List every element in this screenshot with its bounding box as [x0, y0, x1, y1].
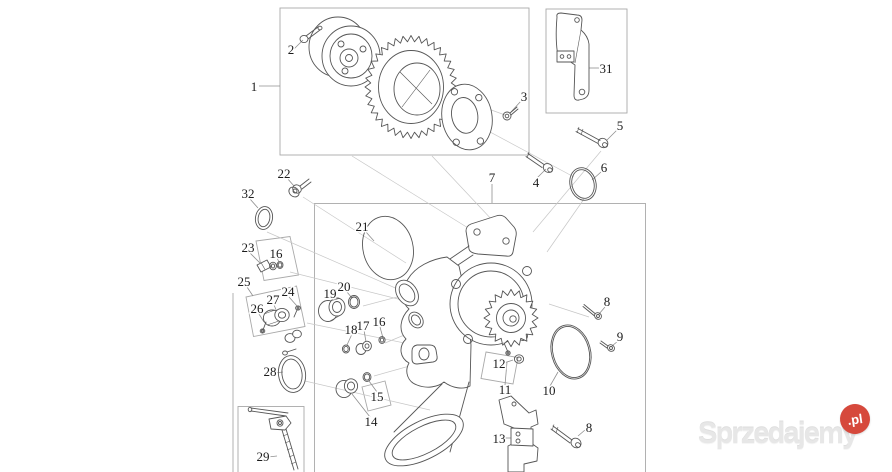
- box-thermostat-25: [245, 285, 306, 338]
- callout-4: 4: [533, 175, 540, 190]
- bracket-31: [555, 12, 590, 101]
- callout-24: 24: [282, 284, 296, 299]
- callout-23: 23: [242, 240, 255, 255]
- stud-11: [503, 342, 511, 356]
- water-pump-body: [362, 214, 539, 467]
- callout-3: 3: [521, 89, 528, 104]
- callout-31: 31: [600, 61, 613, 76]
- o-ring-18: [341, 344, 351, 354]
- assembly-29: [247, 406, 299, 471]
- callout-26: 26: [251, 301, 265, 316]
- callout-25: 25: [238, 274, 251, 289]
- box-part-15: [361, 380, 392, 412]
- plug-12: [513, 354, 525, 364]
- gasket-plate: [441, 83, 493, 151]
- leader-lines: [246, 39, 619, 458]
- callout-12: 12: [493, 356, 506, 371]
- callout-7: 7: [489, 170, 496, 185]
- callout-1: 1: [251, 79, 258, 94]
- cap-14: [335, 378, 359, 399]
- callout-20: 20: [338, 279, 351, 294]
- o-ring-6: [569, 167, 597, 201]
- box-pump-group: [314, 203, 646, 472]
- callout-11: 11: [499, 382, 512, 397]
- thermostat-27: [262, 307, 290, 327]
- o-ring-21: [362, 215, 414, 281]
- pump-gear-teeth: [483, 288, 539, 348]
- screw-24: [293, 305, 301, 318]
- callout-8-lower: 8: [586, 420, 593, 435]
- group-boxes: [232, 7, 646, 472]
- callout-18: 18: [345, 322, 358, 337]
- gasket-10: [550, 324, 592, 380]
- callout-29: 29: [257, 449, 270, 464]
- callout-19: 19: [324, 286, 337, 301]
- o-ring-16-upper: [276, 261, 284, 269]
- bolt-5: [575, 126, 609, 149]
- callout-13: 13: [493, 431, 506, 446]
- pump-top-flange: [465, 214, 517, 257]
- bolt-2: [299, 25, 323, 44]
- callout-labels: 1 2 3 4 5 6 7 8 9 10 11 12 13 14 15 16 1…: [236, 41, 625, 466]
- watermark: Sprzedajemy .pl: [698, 402, 888, 467]
- bolt-8-lower: [550, 424, 582, 449]
- box-part-29: [237, 406, 305, 472]
- box-bracket-31: [545, 8, 628, 114]
- sensor-23: [256, 259, 277, 273]
- callout-16-upper: 16: [270, 246, 284, 261]
- bolt-4: [525, 151, 554, 173]
- port-lower: [408, 311, 424, 329]
- cap-19: [318, 297, 346, 322]
- bolt-8-upper: [582, 304, 602, 320]
- clamp-28: [277, 348, 307, 393]
- callout-16: 16: [373, 314, 387, 329]
- port-upper: [395, 279, 419, 307]
- callout-27: 27: [267, 292, 281, 307]
- callout-21: 21: [356, 219, 369, 234]
- callout-9: 9: [617, 329, 624, 344]
- plug-17: [355, 340, 372, 355]
- pipe-stub: [284, 329, 302, 343]
- box-gear-group: [279, 7, 530, 156]
- washer-16: [378, 336, 386, 344]
- bolt-22: [288, 178, 312, 198]
- callout-32: 32: [242, 186, 255, 201]
- watermark-text: Sprzedajemy: [698, 417, 858, 450]
- bolt-9: [599, 340, 615, 352]
- bolt-3: [502, 106, 519, 121]
- gasket-32: [254, 206, 274, 230]
- o-ring-15: [362, 372, 372, 382]
- box-part-12: [480, 351, 519, 385]
- callout-8-upper: 8: [604, 294, 611, 309]
- callout-10: 10: [543, 383, 556, 398]
- callout-15: 15: [371, 389, 384, 404]
- callout-22: 22: [278, 166, 291, 181]
- outlet-pipe-mouth: [384, 413, 464, 467]
- callout-6: 6: [601, 160, 608, 175]
- pump-foot: [411, 344, 438, 365]
- gear-assembly: [299, 16, 519, 151]
- bracket-13: [498, 395, 539, 472]
- callout-14: 14: [365, 414, 379, 429]
- o-ring-20: [348, 295, 360, 309]
- callout-17: 17: [357, 318, 371, 333]
- callout-28: 28: [264, 364, 277, 379]
- callout-5: 5: [617, 118, 624, 133]
- screw-26: [259, 321, 267, 334]
- callout-2: 2: [288, 42, 295, 57]
